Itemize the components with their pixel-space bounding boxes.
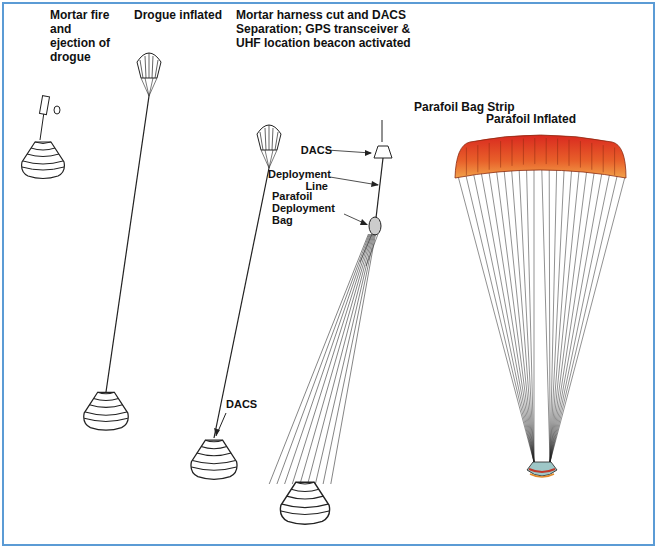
- stage-caption: Parafoil Inflated: [486, 112, 616, 126]
- part-label: Deployment Line: [268, 168, 328, 192]
- rigging-line: [331, 234, 376, 484]
- rigging-line: [591, 143, 592, 170]
- rigging-line: [512, 140, 513, 166]
- rigging-line: [580, 141, 581, 168]
- stage-caption: Mortar harness cut and DACS Separation; …: [236, 8, 426, 50]
- rigging-line: [550, 165, 580, 462]
- rigging-line: [466, 148, 467, 176]
- rigging-line: [500, 141, 501, 168]
- rigging-line: [300, 234, 372, 484]
- rigging-line: [366, 234, 378, 266]
- rigging-line: [550, 172, 610, 462]
- rigging-line: [315, 234, 373, 484]
- rigging-line: [489, 143, 490, 170]
- rigging-line: [277, 234, 369, 484]
- rigging-line: [308, 234, 373, 484]
- rigging-line: [550, 168, 595, 462]
- rigging-line: [542, 162, 550, 462]
- rigging-line: [292, 234, 371, 484]
- part-label: DACS: [226, 398, 266, 410]
- rigging-line: [481, 170, 534, 462]
- rigging-line: [323, 234, 375, 484]
- rigging-line: [534, 162, 535, 462]
- rigging-line: [550, 174, 618, 462]
- rigging-line: [360, 234, 372, 262]
- rigging-line: [569, 140, 570, 166]
- rigging-line: [526, 163, 534, 462]
- stage-caption: Mortar fire and ejection of drogue: [50, 8, 114, 64]
- rigging-line: [519, 163, 534, 462]
- rigging-line: [550, 176, 625, 462]
- rigging-line: [550, 167, 587, 462]
- rigging-line: [488, 168, 534, 462]
- stage-caption: Parafoil Bag Strip: [414, 100, 544, 114]
- stage-caption: Drogue inflated: [134, 8, 244, 22]
- rigging-line: [557, 139, 558, 165]
- part-label: Parafoil Deployment Bag: [272, 190, 346, 226]
- rigging-line: [473, 172, 534, 462]
- rigging-line: [504, 165, 534, 462]
- rigging-line: [534, 138, 535, 164]
- rigging-line: [269, 234, 368, 484]
- rigging-line: [603, 145, 604, 172]
- rigging-line: [550, 170, 602, 462]
- rigging-line: [523, 139, 524, 165]
- part-label: DACS: [292, 144, 332, 156]
- rigging-line: [549, 162, 551, 462]
- rigging-line: [546, 138, 547, 164]
- rigging-line: [285, 234, 371, 484]
- rigging-line: [511, 164, 534, 462]
- rigging-line: [550, 163, 564, 462]
- rigging-line: [614, 148, 615, 176]
- rigging-line: [466, 174, 534, 462]
- rigging-line: [477, 145, 478, 172]
